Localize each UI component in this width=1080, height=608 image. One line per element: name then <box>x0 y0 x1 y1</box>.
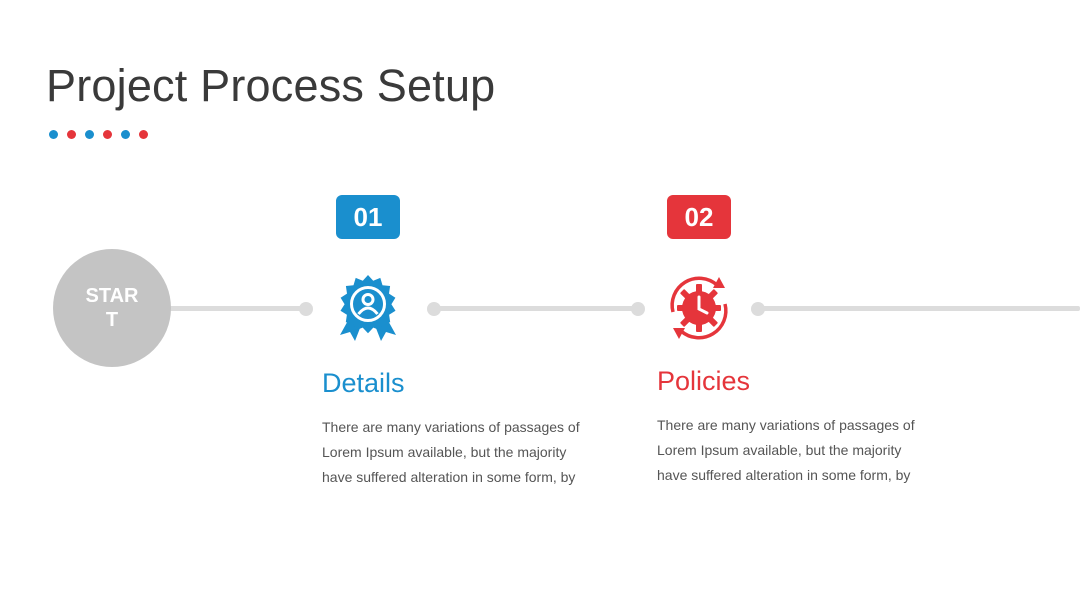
step-number-badge: 01 <box>336 195 400 239</box>
timeline-node <box>299 302 313 316</box>
step-description: There are many variations of passages of… <box>657 417 915 483</box>
decorative-dots <box>49 130 148 139</box>
timeline-line <box>165 306 305 311</box>
step-description: There are many variations of passages of… <box>322 419 580 485</box>
timeline-node <box>631 302 645 316</box>
dot <box>121 130 130 139</box>
dot <box>103 130 112 139</box>
start-circle: START <box>53 249 171 367</box>
award-badge-icon <box>340 275 396 341</box>
dot <box>85 130 94 139</box>
dot <box>139 130 148 139</box>
timeline-line <box>758 306 1080 311</box>
step-heading: Policies <box>657 366 751 396</box>
timeline-line <box>434 306 638 311</box>
page-title: Project Process Setup <box>46 60 496 111</box>
dot <box>49 130 58 139</box>
clock-cycle-icon <box>670 276 728 340</box>
step-number-badge: 02 <box>667 195 731 239</box>
step-heading: Details <box>322 368 405 398</box>
dot <box>67 130 76 139</box>
